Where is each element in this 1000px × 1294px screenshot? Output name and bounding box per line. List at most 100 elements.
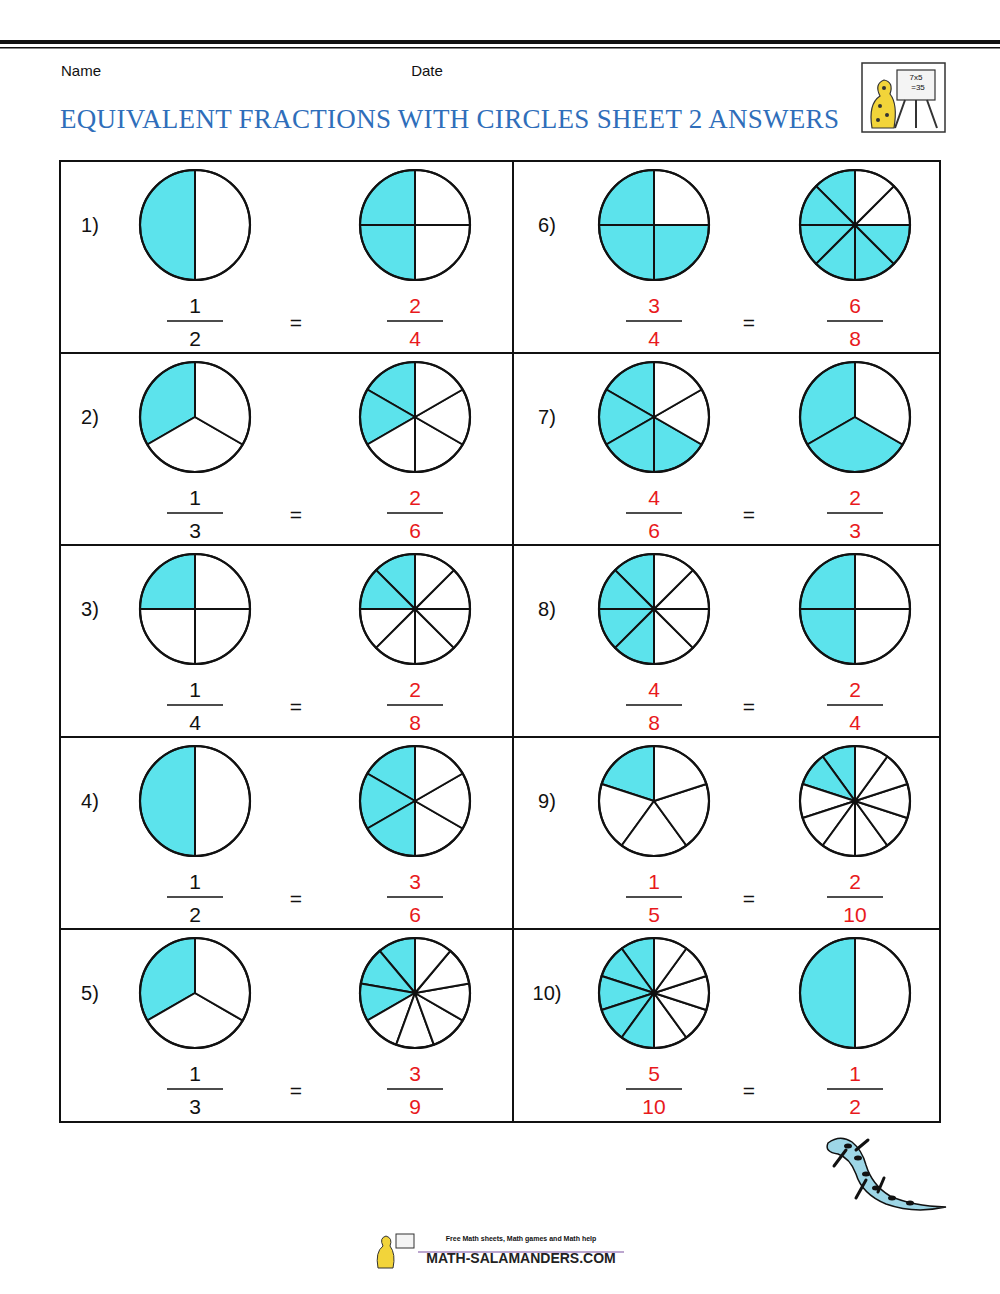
circle-outline bbox=[599, 362, 709, 472]
fraction-text: 4 bbox=[409, 328, 421, 349]
fraction-text: 9 bbox=[409, 1096, 421, 1117]
fraction-text: 1 bbox=[189, 871, 201, 892]
circle-slice bbox=[855, 362, 910, 445]
circle-slice bbox=[360, 570, 415, 609]
circle-slice bbox=[599, 570, 654, 609]
fraction-bar bbox=[167, 512, 223, 514]
salamander-spot bbox=[844, 1144, 852, 1149]
fraction-text: 4 bbox=[648, 328, 660, 349]
circle-slice bbox=[855, 938, 910, 1048]
sheet-title: EQUIVALENT FRACTIONS WITH CIRCLES SHEET … bbox=[60, 104, 839, 135]
fraction-circle bbox=[599, 938, 709, 1048]
answer-grid bbox=[60, 161, 940, 1122]
salamander-spot bbox=[906, 1201, 914, 1206]
fraction-text: 2 bbox=[849, 1096, 861, 1117]
question-number: 6) bbox=[538, 215, 556, 235]
fraction-circle bbox=[800, 170, 910, 280]
fraction-bar bbox=[387, 896, 443, 898]
fraction-text: 1 bbox=[189, 679, 201, 700]
fraction-text: 2 bbox=[409, 487, 421, 508]
fraction-bar bbox=[626, 896, 682, 898]
fraction-text: 5 bbox=[648, 1063, 660, 1084]
fraction-circle bbox=[599, 746, 709, 856]
footer-logo-icon bbox=[377, 1234, 624, 1268]
field-label: Date bbox=[411, 63, 443, 78]
fraction-text: = bbox=[743, 1080, 755, 1101]
fraction-bar bbox=[167, 704, 223, 706]
logo-board bbox=[897, 70, 935, 100]
fraction-text: 2 bbox=[409, 295, 421, 316]
fraction-circle bbox=[800, 938, 910, 1048]
question-number: 4) bbox=[81, 791, 99, 811]
fraction-circle bbox=[360, 554, 470, 664]
fraction-text: 6 bbox=[409, 520, 421, 541]
circle-outline bbox=[599, 938, 709, 1048]
fraction-circle bbox=[800, 746, 910, 856]
question-number: 8) bbox=[538, 599, 556, 619]
logo-spot bbox=[882, 86, 886, 90]
fraction-circle bbox=[140, 362, 250, 472]
circle-outline bbox=[360, 170, 470, 280]
fraction-bar bbox=[167, 1088, 223, 1090]
fraction-text: 4 bbox=[849, 712, 861, 733]
circle-outline bbox=[140, 170, 250, 280]
fraction-text: 2 bbox=[849, 679, 861, 700]
fraction-circle bbox=[360, 746, 470, 856]
fraction-text: 2 bbox=[849, 871, 861, 892]
circle-slice bbox=[367, 801, 415, 856]
footer-cat bbox=[377, 1236, 394, 1268]
fraction-text: 8 bbox=[409, 712, 421, 733]
logo-easel bbox=[895, 100, 937, 128]
fraction-text: 8 bbox=[849, 328, 861, 349]
fraction-text: 10 bbox=[642, 1096, 665, 1117]
fraction-circle bbox=[360, 938, 470, 1048]
fraction-text: 1 bbox=[849, 1063, 861, 1084]
circle-slice bbox=[140, 746, 195, 856]
fraction-bar bbox=[827, 512, 883, 514]
question-number: 9) bbox=[538, 791, 556, 811]
logo-cat bbox=[871, 80, 895, 128]
fraction-text: = bbox=[290, 312, 302, 333]
circle-outline bbox=[800, 746, 910, 856]
fraction-circle bbox=[140, 554, 250, 664]
logo-text: 7x5 bbox=[910, 74, 923, 82]
fraction-bar bbox=[387, 1088, 443, 1090]
top-rule bbox=[0, 40, 1000, 44]
fraction-text: 6 bbox=[409, 904, 421, 925]
fraction-circle bbox=[800, 362, 910, 472]
circle-outline bbox=[800, 170, 910, 280]
fraction-bar bbox=[626, 1088, 682, 1090]
question-number: 7) bbox=[538, 407, 556, 427]
fraction-bar bbox=[387, 320, 443, 322]
circle-outline bbox=[140, 362, 250, 472]
salamander-spot bbox=[854, 1156, 862, 1161]
fraction-text: 8 bbox=[648, 712, 660, 733]
fraction-text: 6 bbox=[648, 520, 660, 541]
salamander-legs bbox=[834, 1140, 884, 1198]
fraction-bar bbox=[626, 512, 682, 514]
fraction-circle bbox=[599, 554, 709, 664]
fraction-circle bbox=[599, 170, 709, 280]
salamander-picture bbox=[827, 1138, 946, 1210]
circle-slice bbox=[855, 225, 910, 264]
fraction-text: = bbox=[290, 504, 302, 525]
fraction-text: = bbox=[743, 696, 755, 717]
fraction-bar bbox=[626, 320, 682, 322]
circle-slice bbox=[195, 170, 250, 280]
grid-row-line bbox=[60, 352, 940, 354]
fraction-text: 3 bbox=[409, 1063, 421, 1084]
fraction-circle bbox=[599, 362, 709, 472]
fraction-text: 2 bbox=[189, 904, 201, 925]
circle-outline bbox=[599, 746, 709, 856]
circle-slice bbox=[415, 609, 470, 648]
fraction-text: 3 bbox=[849, 520, 861, 541]
circle-outline bbox=[599, 170, 709, 280]
fraction-text: 2 bbox=[189, 328, 201, 349]
fraction-text: = bbox=[743, 504, 755, 525]
circle-outline bbox=[140, 554, 250, 664]
grid-row-line bbox=[60, 736, 940, 738]
salamander-spot bbox=[888, 1196, 896, 1201]
fraction-text: = bbox=[290, 1080, 302, 1101]
circle-slice bbox=[415, 746, 463, 801]
